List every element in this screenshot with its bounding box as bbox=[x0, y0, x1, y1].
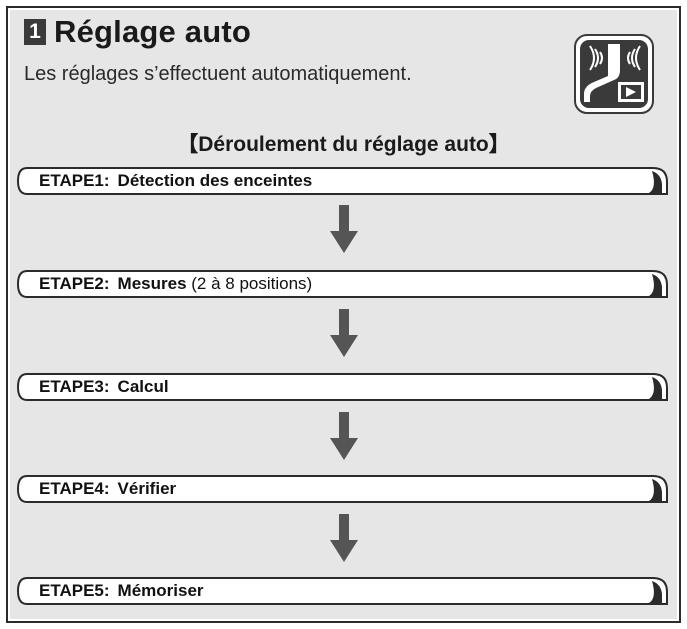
flow-step-4: ETAPE4: Vérifier bbox=[16, 474, 668, 504]
down-arrow-icon bbox=[329, 514, 359, 569]
flow-step-3: ETAPE3: Calcul bbox=[16, 372, 668, 402]
step-label: ETAPE5: Mémoriser bbox=[39, 576, 204, 606]
step-id: ETAPE2: bbox=[39, 274, 110, 293]
flow-step-1: ETAPE1: Détection des enceintes bbox=[16, 166, 668, 196]
flow-step-2: ETAPE2: Mesures (2 à 8 positions) bbox=[16, 269, 668, 299]
step-note: (2 à 8 positions) bbox=[191, 274, 313, 293]
step-pill-shape bbox=[16, 373, 668, 401]
page-title: Réglage auto bbox=[54, 14, 252, 49]
step-name: Vérifier bbox=[117, 479, 177, 498]
step-id: ETAPE3: bbox=[39, 377, 110, 396]
section-header: 1 Réglage auto bbox=[24, 14, 251, 50]
step-id: ETAPE5: bbox=[39, 581, 110, 600]
flow-title: 【Déroulement du réglage auto】 bbox=[177, 133, 510, 156]
step-label: ETAPE2: Mesures (2 à 8 positions) bbox=[39, 269, 312, 299]
step-id: ETAPE1: bbox=[39, 171, 110, 190]
step-pill-shape bbox=[16, 577, 668, 605]
step-pill-shape bbox=[16, 167, 668, 195]
step-pill-shape bbox=[16, 270, 668, 298]
step-name: Calcul bbox=[117, 377, 169, 396]
flow-step-5: ETAPE5: Mémoriser bbox=[16, 576, 668, 606]
speaker-play-icon bbox=[574, 34, 654, 114]
step-label: ETAPE4: Vérifier bbox=[39, 474, 176, 504]
step-name: Détection des enceintes bbox=[117, 171, 313, 190]
down-arrow-icon bbox=[329, 309, 359, 364]
page-subtitle: Les réglages s’effectuent automatiquemen… bbox=[24, 63, 412, 85]
step-id: ETAPE4: bbox=[39, 479, 110, 498]
step-label: ETAPE3: Calcul bbox=[39, 372, 169, 402]
section-number: 1 bbox=[24, 19, 46, 45]
down-arrow-icon bbox=[329, 205, 359, 260]
down-arrow-icon bbox=[329, 412, 359, 467]
step-pill-shape bbox=[16, 475, 668, 503]
step-name: Mesures bbox=[117, 274, 187, 293]
step-label: ETAPE1: Détection des enceintes bbox=[39, 166, 312, 196]
step-name: Mémoriser bbox=[117, 581, 204, 600]
